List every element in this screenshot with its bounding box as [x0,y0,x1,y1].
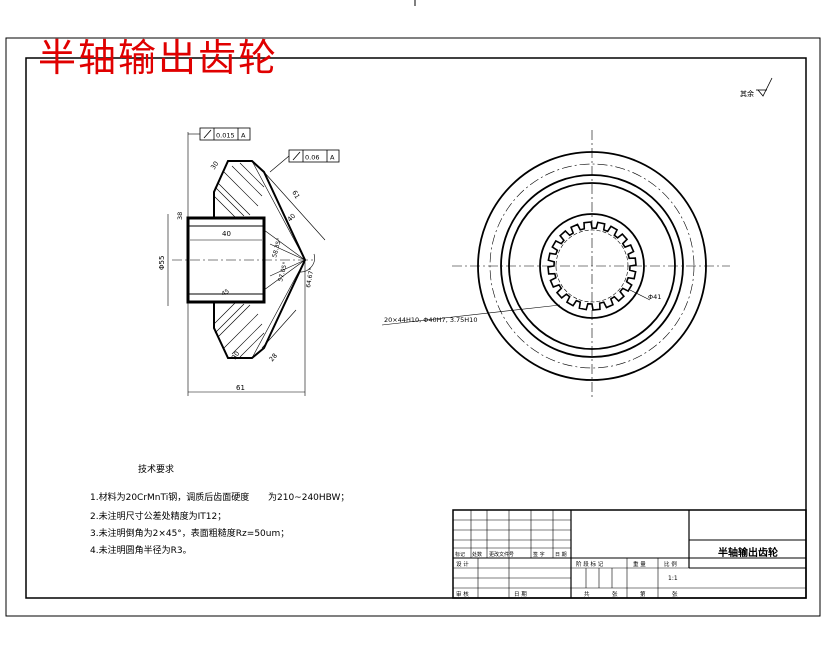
d41-text: Φ41 [648,293,661,301]
tb-scale: 1:1 [668,575,678,582]
tech-item-3: 3.未注明倒角为2×45°，表面粗糙度Rz=50um； [90,529,290,539]
dim-64-text: 64.67° [305,267,315,288]
spline-profile [547,221,637,311]
dim-57-text: 57.05° [277,261,289,282]
drawing-title: 半轴输出齿轮 [38,36,279,80]
dim-61-right [263,171,326,241]
dim-28-line [261,309,297,349]
section-view [167,132,326,396]
title-block-part-name: 半轴输出齿轮 [718,546,778,559]
cone-line-5 [269,243,306,261]
cone-line-6 [269,259,306,277]
tb-sheet-2: 第 [640,590,646,598]
front-view [381,130,730,400]
tb-approve: 日 期 [514,591,527,598]
tb-review: 审 核 [456,590,469,598]
dim-overall-text: 61 [236,384,245,392]
tb-header-1: 处数 [472,551,482,558]
title-block [452,509,807,599]
fcf-2: 0.06 A [269,149,340,173]
hub-circle [508,182,676,350]
outer-border [5,37,821,617]
tb-header-4: 日 期 [555,552,567,558]
pitch-circle [489,163,695,369]
bore [186,216,266,304]
tip-circle [477,151,707,381]
hatch-lower [213,301,265,358]
hatch-upper [213,162,265,219]
dim-28-text: 28 [268,352,279,364]
gear-outline [187,160,307,359]
dim-58-text: 58.35° [271,237,283,258]
tech-item-2: 2.未注明尺寸公差处精度为IT12； [90,512,227,522]
tb-weight: 重 量 [633,560,646,568]
dim-61-text: 61 [290,189,301,200]
fcf-1-datum: A [241,132,246,140]
dim-30-top: 30 [209,160,220,171]
leader-45-text: 45 [221,288,231,298]
spline-leader [381,304,561,326]
fcf-2-datum: A [330,154,335,162]
roughness-note: 其余 [740,89,754,98]
tech-item-4: 4.未注明圆角半径为R3。 [90,546,192,556]
tb-header-0: 标记 [455,551,465,558]
roughness-symbol: 其余 [740,77,773,98]
spline-callout: 20×44H10, Φ40H7, 3.75H10 [384,316,477,324]
fcf-2-value: 0.06 [305,154,319,162]
dim-40-angle-text: 40 [286,212,298,224]
d41-leader [629,289,651,301]
tb-sheet-0: 共 [584,590,590,598]
tech-item-1: 1.材料为20CrMnTi钢，调质后齿面硬度 [90,493,250,503]
bore-circle [539,213,645,319]
cone-line-3 [263,229,306,261]
cone-line-4 [263,259,306,291]
dim-55-text: Φ55 [158,256,166,270]
tb-sheet-1: 张 [612,590,618,598]
dim-40-text: 40 [222,230,231,238]
tech-heading: 技术要求 [138,465,175,475]
tech-item-1b: 为210~240HBW； [268,493,350,503]
cone-line-1 [251,160,306,261]
root-circle [500,174,684,358]
tb-stage: 阶 段 标 记 [576,560,604,568]
dim-30-bottom: 30 [230,350,241,361]
tb-sheet-3: 张 [672,590,678,598]
angle-arc [299,253,315,273]
tb-header-3: 签 字 [533,551,545,558]
dim-38-text: 38 [176,212,184,220]
fcf-1: 0.015 A [188,127,251,141]
tb-scale-label: 比 例 [664,560,677,568]
spline-pitch [555,229,629,303]
cone-line-2 [251,259,306,359]
tb-design: 设 计 [456,560,469,568]
inner-border [25,57,807,599]
tb-header-2: 更改文件号 [489,551,514,558]
fcf-1-value: 0.015 [216,132,235,140]
